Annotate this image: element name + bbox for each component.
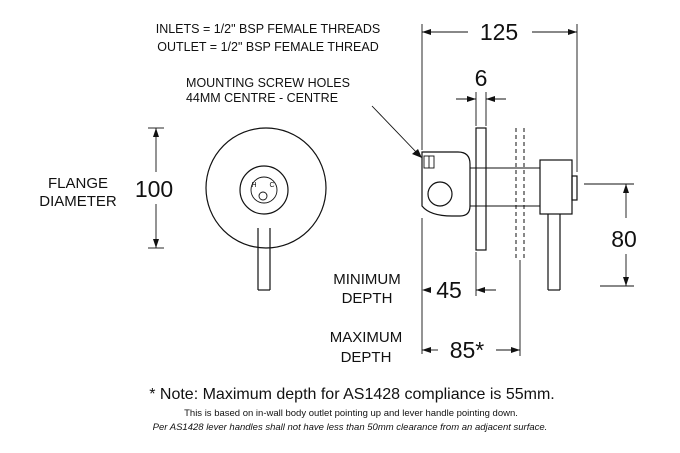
front-view: H C	[205, 127, 327, 291]
minimum-depth-value: 45	[436, 277, 462, 303]
flange-dim-arrow-bottom	[153, 239, 159, 248]
height-arrow-top	[623, 184, 629, 193]
footnote-main: * Note: Maximum depth for AS1428 complia…	[149, 386, 555, 403]
flange-diameter-value: 100	[135, 176, 173, 202]
flange-diameter-label-line2: DIAMETER	[39, 193, 117, 210]
hot-indicator: H	[251, 182, 256, 189]
mounting-note-line2: 44MM CENTRE - CENTRE	[186, 91, 338, 105]
minimum-depth-label-line1: MINIMUM	[333, 271, 401, 288]
flange-plate-side	[475, 127, 487, 251]
maximum-depth-label-line2: DEPTH	[341, 349, 392, 366]
mounting-leader-line	[371, 105, 419, 155]
side-view	[421, 127, 578, 291]
length-arrow-left	[422, 29, 431, 35]
max-depth-arrow-right	[511, 347, 520, 353]
flange-thickness-value: 6	[475, 65, 488, 91]
min-depth-arrow-left	[422, 287, 431, 293]
min-depth-arrow-right	[476, 287, 485, 293]
flange-diameter-label-line1: FLANGE	[48, 175, 108, 192]
footnote-line2: This is based on in-wall body outlet poi…	[184, 408, 518, 419]
minimum-depth-label-line2: DEPTH	[342, 290, 393, 307]
flange-outline	[205, 127, 327, 249]
thickness-arrow-right	[486, 96, 495, 102]
flange-dim-arrow-top	[153, 128, 159, 137]
mounting-leader-arrow	[412, 149, 422, 158]
spindle-inner	[250, 176, 278, 204]
maximum-depth-label-line1: MAXIMUM	[330, 329, 403, 346]
inlets-note: INLETS = 1/2" BSP FEMALE THREADS	[156, 22, 381, 36]
maximum-depth-value: 85*	[450, 337, 485, 363]
height-arrow-bottom	[623, 277, 629, 286]
footnote-line3: Per AS1428 lever handles shall not have …	[153, 422, 548, 433]
thickness-arrow-left	[467, 96, 476, 102]
max-depth-arrow-left	[422, 347, 431, 353]
length-arrow-right	[568, 29, 577, 35]
valve-body-bracket	[421, 151, 471, 217]
handle-hub-cap	[571, 175, 578, 201]
mounting-note-line1: MOUNTING SCREW HOLES	[186, 76, 350, 90]
handle-hub-side	[539, 159, 573, 215]
overall-length-value: 125	[480, 19, 518, 45]
outlet-note: OUTLET = 1/2" BSP FEMALE THREAD	[157, 40, 379, 54]
spindle-center	[258, 191, 268, 201]
outlet-port	[427, 181, 453, 207]
spindle-cap	[239, 165, 289, 215]
cold-indicator: C	[269, 182, 274, 189]
body-height-value: 80	[611, 226, 637, 252]
